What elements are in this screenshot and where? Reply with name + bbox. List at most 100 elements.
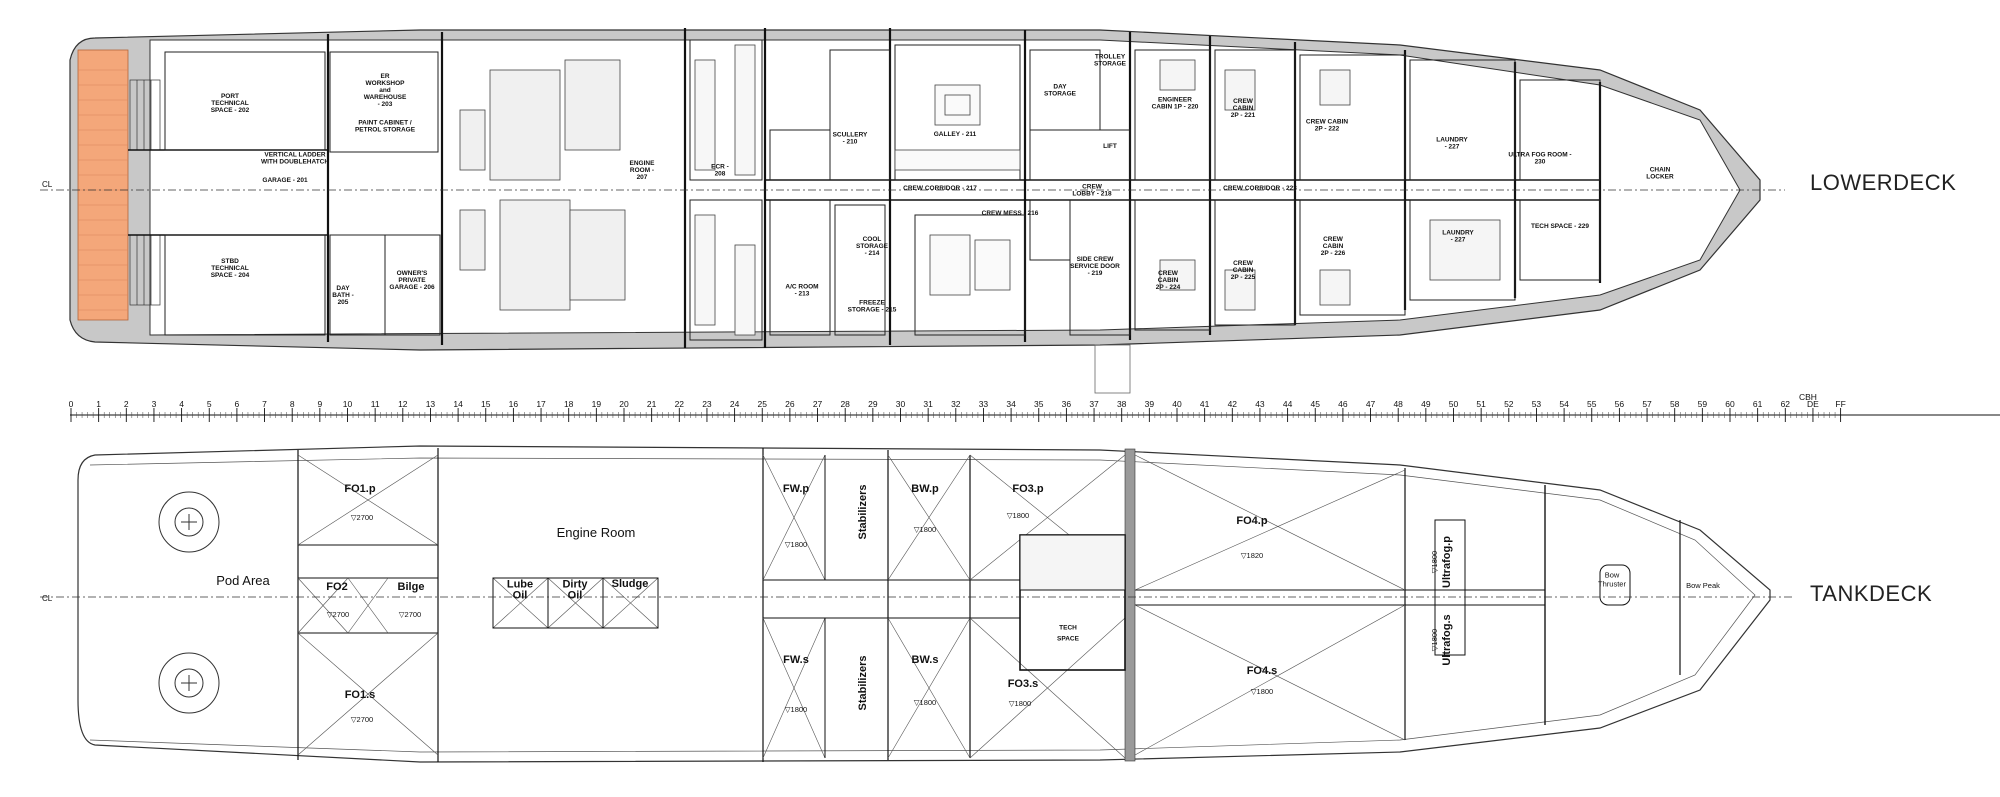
frame-number: 9 <box>317 399 322 409</box>
frame-number: 47 <box>1366 399 1376 409</box>
stern-swim-platform <box>77 49 129 321</box>
tank-bulkheads <box>297 448 1681 762</box>
frame-number: 37 <box>1089 399 1099 409</box>
tank-small-compartments <box>492 455 1631 758</box>
frame-number: 8 <box>290 399 295 409</box>
frame-number: 54 <box>1559 399 1569 409</box>
frame-number: 48 <box>1393 399 1403 409</box>
frame-number: 32 <box>951 399 961 409</box>
frame-number: 28 <box>840 399 850 409</box>
frame-number: 45 <box>1311 399 1321 409</box>
frame-number: 34 <box>1006 399 1016 409</box>
tank-fo2: FO2 <box>326 581 347 593</box>
tankdeck-hull-outline <box>77 445 1771 763</box>
frame-number: 44 <box>1283 399 1293 409</box>
room-crew-corridor-aft: CREW CORRIDOR - 217 <box>903 185 977 192</box>
tank-splits <box>298 544 1545 634</box>
frame-number: 56 <box>1615 399 1625 409</box>
tank-crosshatch <box>297 454 1406 759</box>
frame-number: 19 <box>592 399 602 409</box>
tank-fo3s-val: ▽1800 <box>1009 699 1031 708</box>
frame-number: 7 <box>262 399 267 409</box>
frame-number: 41 <box>1200 399 1210 409</box>
frame-number: 49 <box>1421 399 1431 409</box>
tank-fo1s-val: ▽2700 <box>351 715 373 724</box>
lowerdeck-cl-label: CL <box>42 180 53 189</box>
room-crew-corridor-fwd: CREW CORRIDOR - 223 <box>1223 185 1297 192</box>
frame-number: 6 <box>235 399 240 409</box>
tankdeck-hull-inner <box>89 457 1756 753</box>
engine-room-machinery <box>459 59 626 311</box>
frame-number: 25 <box>758 399 768 409</box>
frame-number: 30 <box>896 399 906 409</box>
tank-fwp: FW.p <box>783 483 810 495</box>
tank-fws: FW.s <box>783 654 809 666</box>
frame-number: 13 <box>426 399 436 409</box>
frame-number: 59 <box>1698 399 1708 409</box>
room-tech-space: TECH SPACE - 229 <box>1531 223 1589 230</box>
tank-bwp: BW.p <box>911 483 939 495</box>
frame-number: 40 <box>1172 399 1182 409</box>
tank-bilge-val: ▽2700 <box>399 610 421 619</box>
tank-bws: BW.s <box>912 654 939 666</box>
engine-room-label: Engine Room <box>557 525 636 540</box>
frame-number: 3 <box>152 399 157 409</box>
frame-number: 4 <box>179 399 184 409</box>
tank-fo3p: FO3.p <box>1012 483 1043 495</box>
tankdeck-cl-label: CL <box>42 594 53 603</box>
tank-fo3s: FO3.s <box>1008 678 1039 690</box>
tank-fo1p: FO1.p <box>344 483 375 495</box>
stern-platform-planks <box>78 69 128 311</box>
pod-symbol-port <box>158 491 220 553</box>
frame-number: DE <box>1807 399 1819 409</box>
frame-number: 2 <box>124 399 129 409</box>
frame-number: FF <box>1835 399 1845 409</box>
tank-fws-val: ▽1800 <box>785 705 807 714</box>
frame-number: 0 <box>69 399 74 409</box>
frame-number: 33 <box>979 399 989 409</box>
room-ac: A/C ROOM- 213 <box>785 284 818 298</box>
room-crew-mess: CREW MESS - 216 <box>982 210 1039 217</box>
frame-number: 24 <box>730 399 740 409</box>
frame-number: 36 <box>1062 399 1072 409</box>
room-galley: GALLEY - 211 <box>934 131 977 138</box>
room-ultra-fog: ULTRA FOG ROOM -230 <box>1508 152 1571 166</box>
tank-stabilizers-p: Stabilizers <box>857 484 869 539</box>
room-ecr: ECR -208 <box>711 164 729 178</box>
tank-fo3p-val: ▽1800 <box>1007 511 1029 520</box>
frame-number: 18 <box>564 399 574 409</box>
tank-fo4s-val: ▽1800 <box>1251 687 1273 696</box>
frame-number: 14 <box>453 399 463 409</box>
tank-sludge: Sludge <box>612 578 649 590</box>
tank-fo1s: FO1.s <box>345 689 376 701</box>
frame-number: 1 <box>96 399 101 409</box>
tank-fo1p-val: ▽2700 <box>351 513 373 522</box>
frame-number: 31 <box>923 399 933 409</box>
room-paint-cabinet: PAINT CABINET /PETROL STORAGE <box>355 120 416 134</box>
lowerdeck-room-outlines <box>164 39 1601 341</box>
frame-number: 10 <box>343 399 353 409</box>
tank-fo4p: FO4.p <box>1236 515 1267 527</box>
pod-symbol-stbd <box>158 652 220 714</box>
